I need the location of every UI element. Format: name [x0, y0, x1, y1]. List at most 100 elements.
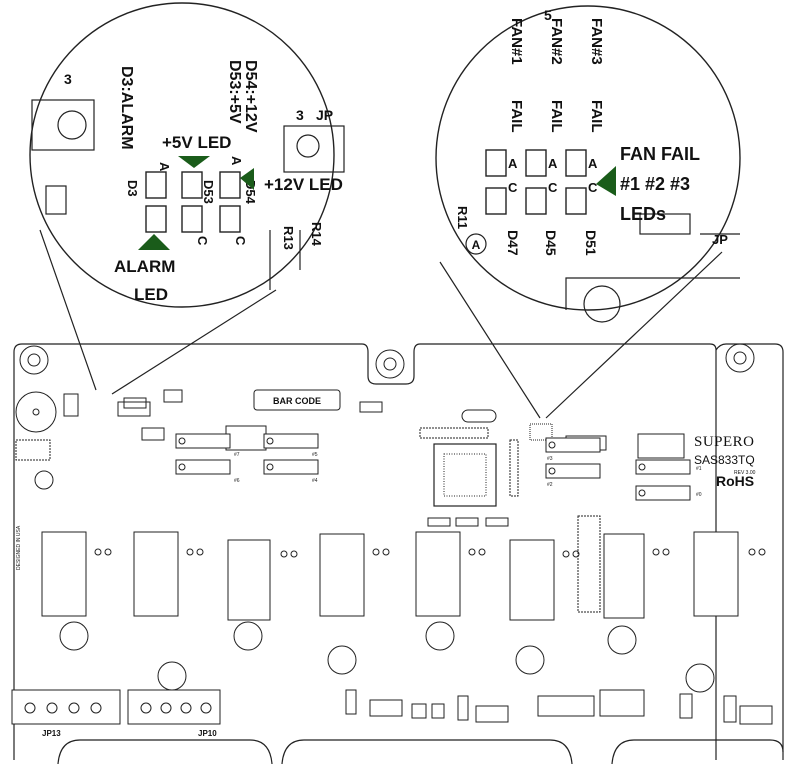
d54-cathode: C [233, 236, 248, 246]
sas-label-f5: #5 [312, 452, 318, 458]
led-d45 [525, 149, 547, 215]
fan-fail-line2: #1 #2 #3 [620, 174, 690, 194]
sas-connector-f6 [175, 459, 231, 475]
fan1-name: FAN#1 [508, 18, 525, 65]
sas-label-f2: #2 [547, 482, 553, 488]
designed-in-usa: DESIGNED IN USA [16, 525, 22, 570]
right-callout-board [565, 213, 740, 323]
jumper-jp-center [359, 401, 383, 413]
d54-label: D54 [243, 180, 258, 205]
capacitor-c10 [34, 470, 54, 490]
d47-cathode: C [508, 180, 518, 195]
r14-label: R14 [309, 222, 324, 247]
d3-label: D3 [125, 180, 140, 197]
d51-label: D51 [583, 230, 599, 256]
sas-connector-f4 [263, 459, 319, 475]
d45-anode: A [548, 156, 558, 171]
d53-cathode: C [195, 236, 210, 246]
fan3-fail: FAIL [588, 100, 605, 133]
jp-ref-3: 3 [296, 107, 304, 123]
d47-label: D47 [505, 230, 521, 256]
d53-label: D53 [201, 180, 216, 204]
d45-label: D45 [543, 230, 559, 256]
arrow-alarm-icon [138, 234, 170, 250]
d51-anode: A [588, 156, 598, 171]
jumper-row-center [427, 517, 509, 527]
mounting-hole-left [19, 345, 49, 375]
jp-ref-label: JP [316, 107, 333, 123]
led-5v-label: +5V LED [162, 133, 231, 152]
led-d3 [145, 171, 167, 233]
left-ref-3: 3 [64, 71, 72, 87]
controller-chip [433, 443, 497, 507]
ipmb-header-right [637, 433, 685, 459]
drive-bay-leds [94, 548, 766, 558]
mounting-hole-right [725, 343, 755, 373]
sas-connector-f5 [263, 433, 319, 449]
power-connector-jp13 [11, 689, 121, 725]
right-jp-label: JP [712, 232, 728, 247]
arrow-12v-icon [240, 168, 254, 190]
d45-cathode: C [548, 180, 558, 195]
config-block [577, 515, 601, 613]
fan2-name: FAN#2 [548, 18, 565, 65]
bar-code-box [253, 389, 341, 411]
arrow-fan-fail-icon [596, 166, 616, 196]
buzzer [15, 391, 57, 433]
d3-anode: A [157, 162, 172, 172]
header-top-left [163, 389, 183, 403]
alarm-led-line2: LED [134, 285, 168, 304]
jumper-jp7 [63, 393, 79, 417]
right-ref-5: 5 [544, 7, 552, 23]
drive-bay-connectors [41, 531, 739, 621]
left-callout-circle [29, 2, 335, 308]
fan2-fail: FAIL [548, 100, 565, 133]
fan-fail-line1: FAN FAIL [620, 144, 700, 164]
fan-fail-line3: LEDs [620, 204, 666, 224]
jumper-jp8 [141, 427, 165, 441]
crystal [461, 409, 497, 423]
led-d53 [181, 171, 203, 233]
brand-logo: SUPERO [694, 434, 755, 450]
sas-label-f7: #7 [234, 452, 240, 458]
resistor-array [509, 439, 519, 497]
fan1-fail: FAIL [508, 100, 525, 133]
jumper-jp14 [123, 397, 147, 409]
sas-connector-f3 [545, 437, 601, 453]
led-d54 [219, 171, 241, 233]
alarm-led-line1: ALARM [114, 257, 175, 276]
capacitors [59, 621, 715, 693]
d54-anode: A [229, 156, 244, 166]
led-12v-label: +12V LED [264, 175, 343, 194]
led-d47 [485, 149, 507, 215]
arrow-5v-icon [178, 156, 210, 168]
d51-cathode: C [588, 180, 598, 195]
rohs-mark: RoHS [716, 473, 754, 489]
sas-label-f0: #0 [696, 492, 702, 498]
r11-label: R11 [455, 206, 470, 229]
led-d51 [565, 149, 587, 215]
jp10-label: JP10 [198, 729, 217, 738]
d53-5v-label: D53:+5V [226, 60, 243, 124]
sas-label-f6: #6 [234, 478, 240, 484]
jp13-label: JP13 [42, 729, 61, 738]
sas-connector-f2 [545, 463, 601, 479]
d54-12v-label: D54:+12V [242, 60, 259, 133]
left-callout-board [31, 99, 345, 290]
sas-label-f3: #3 [547, 456, 553, 462]
circled-a-text: A [472, 238, 481, 252]
sas-connector-f1 [635, 459, 691, 475]
left-callout-lines [39, 229, 277, 395]
fan3-name: FAN#3 [588, 18, 605, 65]
right-callout-lines [439, 251, 723, 419]
r13-label: R13 [281, 226, 296, 250]
bottom-components [345, 689, 773, 725]
circled-a-marker [465, 233, 487, 255]
rom-header [419, 427, 489, 439]
fan-header-left [117, 401, 151, 417]
jumper-block-left [15, 439, 51, 461]
bar-code-label: BAR CODE [273, 396, 321, 406]
sas-label-f4: #4 [312, 478, 318, 484]
sas-connector-f0 [635, 485, 691, 501]
